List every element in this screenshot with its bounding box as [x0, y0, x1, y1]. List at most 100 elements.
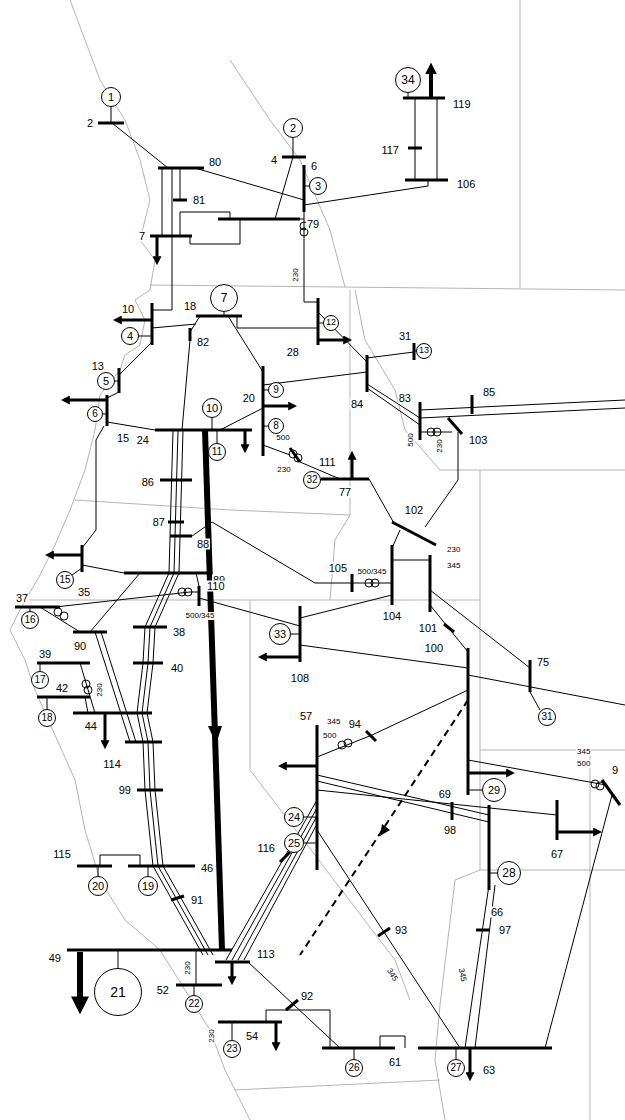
generator-circle: 34: [395, 67, 421, 93]
bus-number: 88: [196, 539, 210, 550]
bus-number: 44: [84, 721, 98, 732]
load-arrow: [275, 1022, 278, 1044]
bus-bar: [451, 802, 454, 820]
bus-bar: [81, 545, 84, 572]
bus-number: 115: [52, 849, 72, 860]
voltage-label: 230: [446, 546, 461, 554]
transmission-line: [238, 816, 317, 960]
bus-number: 108: [290, 673, 310, 684]
generator-stub: [111, 107, 112, 123]
bus-number: 81: [192, 195, 206, 206]
bus-bar: [262, 366, 265, 456]
bus-number: 99: [118, 785, 132, 796]
bus-bar: [408, 147, 422, 150]
transmission-line: [437, 98, 438, 180]
transformer-symbol: [60, 612, 68, 620]
transmission-line: [195, 168, 304, 200]
load-arrow: [318, 339, 345, 342]
transformer-symbol: [84, 686, 92, 694]
generator-circle: 8: [268, 418, 284, 434]
generator-number: 15: [59, 575, 70, 585]
bus-number: 102: [404, 505, 424, 516]
map-outline: [330, 515, 350, 600]
transmission-line: [300, 700, 468, 955]
generator-circle: 23: [223, 1040, 241, 1058]
bus-bar: [282, 156, 306, 159]
voltage-label: 345: [576, 748, 591, 756]
generator-stub: [304, 843, 317, 844]
generator-stub: [304, 817, 317, 818]
bus-number: 35: [77, 587, 91, 598]
transmission-line: [112, 123, 168, 168]
generator-stub: [30, 93, 540, 1059]
bus-number: 57: [299, 711, 313, 722]
flow-arrowhead: [208, 726, 222, 744]
bus-bar: [218, 1021, 282, 1024]
load-arrow: [351, 458, 354, 479]
bus-number: 101: [418, 623, 438, 634]
voltage-label: 500: [407, 432, 415, 447]
bus-bar: [73, 712, 152, 715]
generator-number: 2: [290, 123, 296, 134]
generator-circle: 33: [269, 623, 291, 645]
bus-bar: [176, 984, 222, 987]
transmission-line: [147, 430, 213, 955]
bus-number: 6: [310, 161, 318, 172]
generator-stub: [354, 1048, 355, 1059]
transmission-line: [100, 855, 140, 866]
bus-number: 100: [424, 643, 444, 654]
bus-bar: [196, 315, 242, 318]
transmission-line: [367, 384, 420, 418]
transformer-symbol: [184, 588, 192, 596]
generator-number: 3: [315, 181, 321, 192]
bus-bar: [419, 402, 422, 440]
generator-circle: 15: [56, 571, 74, 589]
map-outline: [520, 0, 521, 288]
bus-bar: [448, 418, 462, 434]
transmission-line: [275, 157, 293, 219]
generator-number: 22: [188, 999, 199, 1009]
bus-number: 79: [306, 219, 320, 230]
generator-circle: 7: [210, 284, 238, 312]
transmission-line: [425, 432, 458, 527]
voltage-label: 230: [276, 466, 291, 474]
generator-number: 19: [142, 881, 154, 892]
generator-number: 16: [24, 615, 35, 625]
bus-number: 90: [73, 641, 87, 652]
map-outline: [10, 0, 625, 1120]
bus-bar: [476, 929, 490, 932]
load-arrow: [244, 430, 247, 446]
transmission-line: [317, 775, 489, 815]
bus-bar: [168, 521, 184, 524]
transmission-line: [40, 607, 80, 632]
generator-stub: [212, 418, 213, 430]
generator-number: 33: [274, 629, 286, 640]
bus-number: 31: [398, 331, 412, 342]
bus-bar: [151, 303, 154, 345]
load-arrow: [231, 962, 234, 978]
transmission-line: [415, 98, 416, 180]
bus-bar: [316, 725, 319, 870]
transformer-symbol: [371, 579, 379, 587]
bus-number: 46: [200, 863, 214, 874]
voltage-label: 345: [384, 966, 399, 983]
map-outline: [10, 0, 250, 1120]
transmission-line: [82, 565, 124, 573]
transformer-symbol: [433, 428, 441, 436]
transmission-line: [380, 1036, 405, 1048]
generator-circle: 6: [87, 406, 103, 422]
bus-bar: [133, 626, 167, 629]
generator-number: 18: [41, 713, 52, 723]
bus-bar: [366, 731, 376, 741]
bus-bar: [366, 355, 369, 392]
bus-number: 105: [328, 563, 348, 574]
bus-bar: [378, 928, 390, 936]
bus-bar: [173, 199, 187, 202]
bus-number: 37: [15, 593, 29, 604]
load-arrow: [52, 72, 595, 1074]
bus-number: 84: [350, 399, 364, 410]
transmission-line: [152, 324, 196, 328]
generator-number: 26: [348, 1063, 359, 1073]
map-outline: [355, 290, 625, 470]
